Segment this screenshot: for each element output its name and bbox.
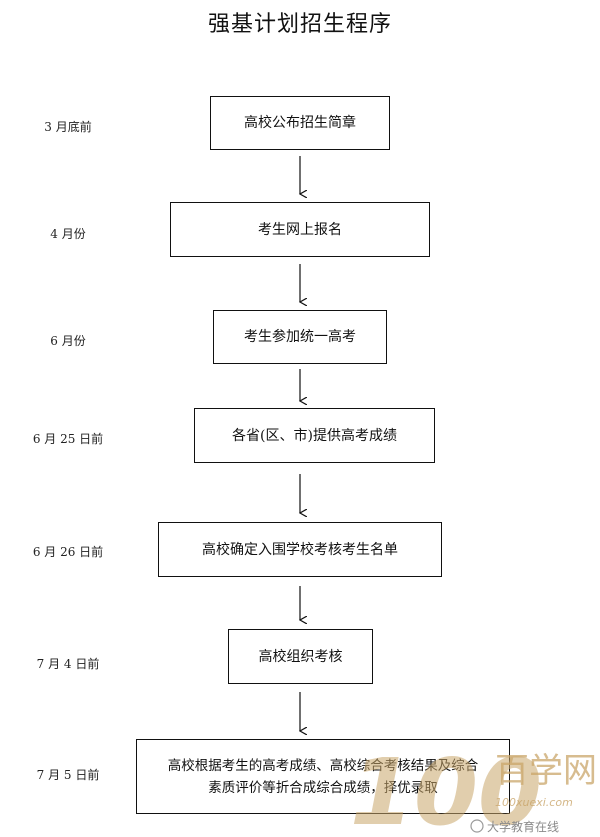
step-box: 考生参加统一高考 [213,310,387,364]
step-text: 考生网上报名 [258,221,342,238]
step-date: 3 月底前 [44,120,92,134]
watermark-url: 100xuexi.com [495,796,573,809]
step-text-line: 素质评价等折合成综合成绩，择优录取 [208,779,438,796]
step-text: 高校确定入围学校考核考生名单 [202,541,398,558]
step-date: 6 月 26 日前 [32,545,104,559]
diagram-title: 强基计划招生程序 [207,12,392,37]
step-text: 高校公布招生简章 [244,115,356,131]
step-date: 7 月 4 日前 [36,657,100,671]
step-box: 高校公布招生简章 [210,96,390,150]
step-text: 考生参加统一高考 [244,329,356,345]
wechat-icon [470,819,484,833]
step-box: 高校根据考生的高考成绩、高校综合考核结果及综合 素质评价等折合成综合成绩，择优录… [136,739,510,814]
step-box: 各省(区、市)提供高考成绩 [194,408,435,463]
watermark-logo: 100 百学网 100xuexi.com 大学教育在线 [350,739,597,837]
step-text: 高校组织考核 [258,648,343,665]
step-box: 高校确定入围学校考核考生名单 [158,522,442,577]
step-box: 考生网上报名 [170,202,430,257]
watermark-brand: 百学网 [495,751,597,791]
step-date: 6 月份 [50,334,86,348]
step-date: 6 月 25 日前 [32,432,104,446]
step-text: 各省(区、市)提供高考成绩 [232,427,397,444]
step-box: 高校组织考核 [228,629,373,684]
step-date: 4 月份 [50,227,86,241]
step-text-line: 高校根据考生的高考成绩、高校综合考核结果及综合 [167,757,479,774]
watermark-caption: 大学教育在线 [487,819,559,834]
watermark-number: 100 [350,739,542,837]
step-date: 7 月 5 日前 [36,768,100,782]
